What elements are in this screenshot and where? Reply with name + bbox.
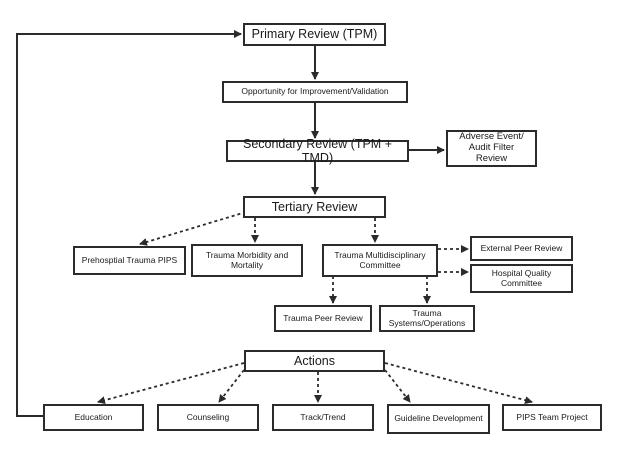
counseling-label: Counseling [186, 411, 230, 422]
guideline-development-box: Guideline Development [387, 404, 490, 434]
primary-review-label: Primary Review (TPM) [251, 27, 378, 42]
education-label: Education [74, 411, 113, 422]
secondary-review-label: Secondary Review (TPM + TMD) [242, 136, 392, 165]
track-trend-box: Track/Trend [272, 404, 374, 431]
counseling-box: Counseling [157, 404, 259, 431]
actions-box: Actions [244, 350, 385, 372]
pips-team-project-box: PIPS Team Project [502, 404, 602, 431]
tertiary-review-box: Tertiary Review [243, 196, 386, 218]
arrow-actions-to-education [97, 362, 245, 405]
tertiary-review-label: Tertiary Review [271, 199, 358, 214]
systems-operations-box: Trauma Systems/Operations [379, 305, 475, 332]
external-peer-review-box: External Peer Review [470, 236, 573, 261]
adverse-event-label: Adverse Event/ Audit Filter Review [459, 131, 524, 164]
education-box: Education [43, 404, 144, 431]
arrow-actions-to-counseling [218, 369, 245, 403]
opportunity-label: Opportunity for Improvement/Validation [241, 86, 389, 97]
prehospital-box: Prehosptial Trauma PIPS [73, 246, 186, 275]
trauma-peer-review-box: Trauma Peer Review [274, 305, 372, 332]
guideline-development-label: Guideline Development [394, 413, 483, 424]
track-trend-label: Track/Trend [300, 411, 346, 422]
arrow-actions-to-pips [384, 362, 533, 405]
prehospital-label: Prehosptial Trauma PIPS [81, 254, 178, 265]
systems-operations-label: Trauma Systems/Operations [388, 307, 466, 328]
external-peer-review-label: External Peer Review [480, 242, 563, 253]
morbidity-box: Trauma Morbidity and Mortality [191, 244, 303, 277]
morbidity-label: Trauma Morbidity and Mortality [205, 249, 289, 270]
opportunity-box: Opportunity for Improvement/Validation [222, 81, 408, 103]
arrow-actions-to-guideline [384, 369, 411, 403]
arrow-tertiary-to-prehospital [139, 211, 247, 246]
adverse-event-box: Adverse Event/ Audit Filter Review [446, 130, 537, 167]
secondary-review-box: Secondary Review (TPM + TMD) [226, 137, 409, 165]
actions-label: Actions [294, 353, 335, 368]
primary-review-box: Primary Review (TPM) [243, 23, 386, 46]
feedback-loop-arrow [16, 30, 242, 417]
multidisciplinary-box: Trauma Multidisciplinary Committee [322, 244, 438, 277]
pips-team-project-label: PIPS Team Project [516, 411, 588, 422]
multidisciplinary-label: Trauma Multidisciplinary Committee [334, 249, 426, 270]
hospital-quality-label: Hospital Quality Committee [491, 267, 552, 288]
trauma-peer-review-label: Trauma Peer Review [283, 312, 363, 323]
hospital-quality-box: Hospital Quality Committee [470, 264, 573, 293]
